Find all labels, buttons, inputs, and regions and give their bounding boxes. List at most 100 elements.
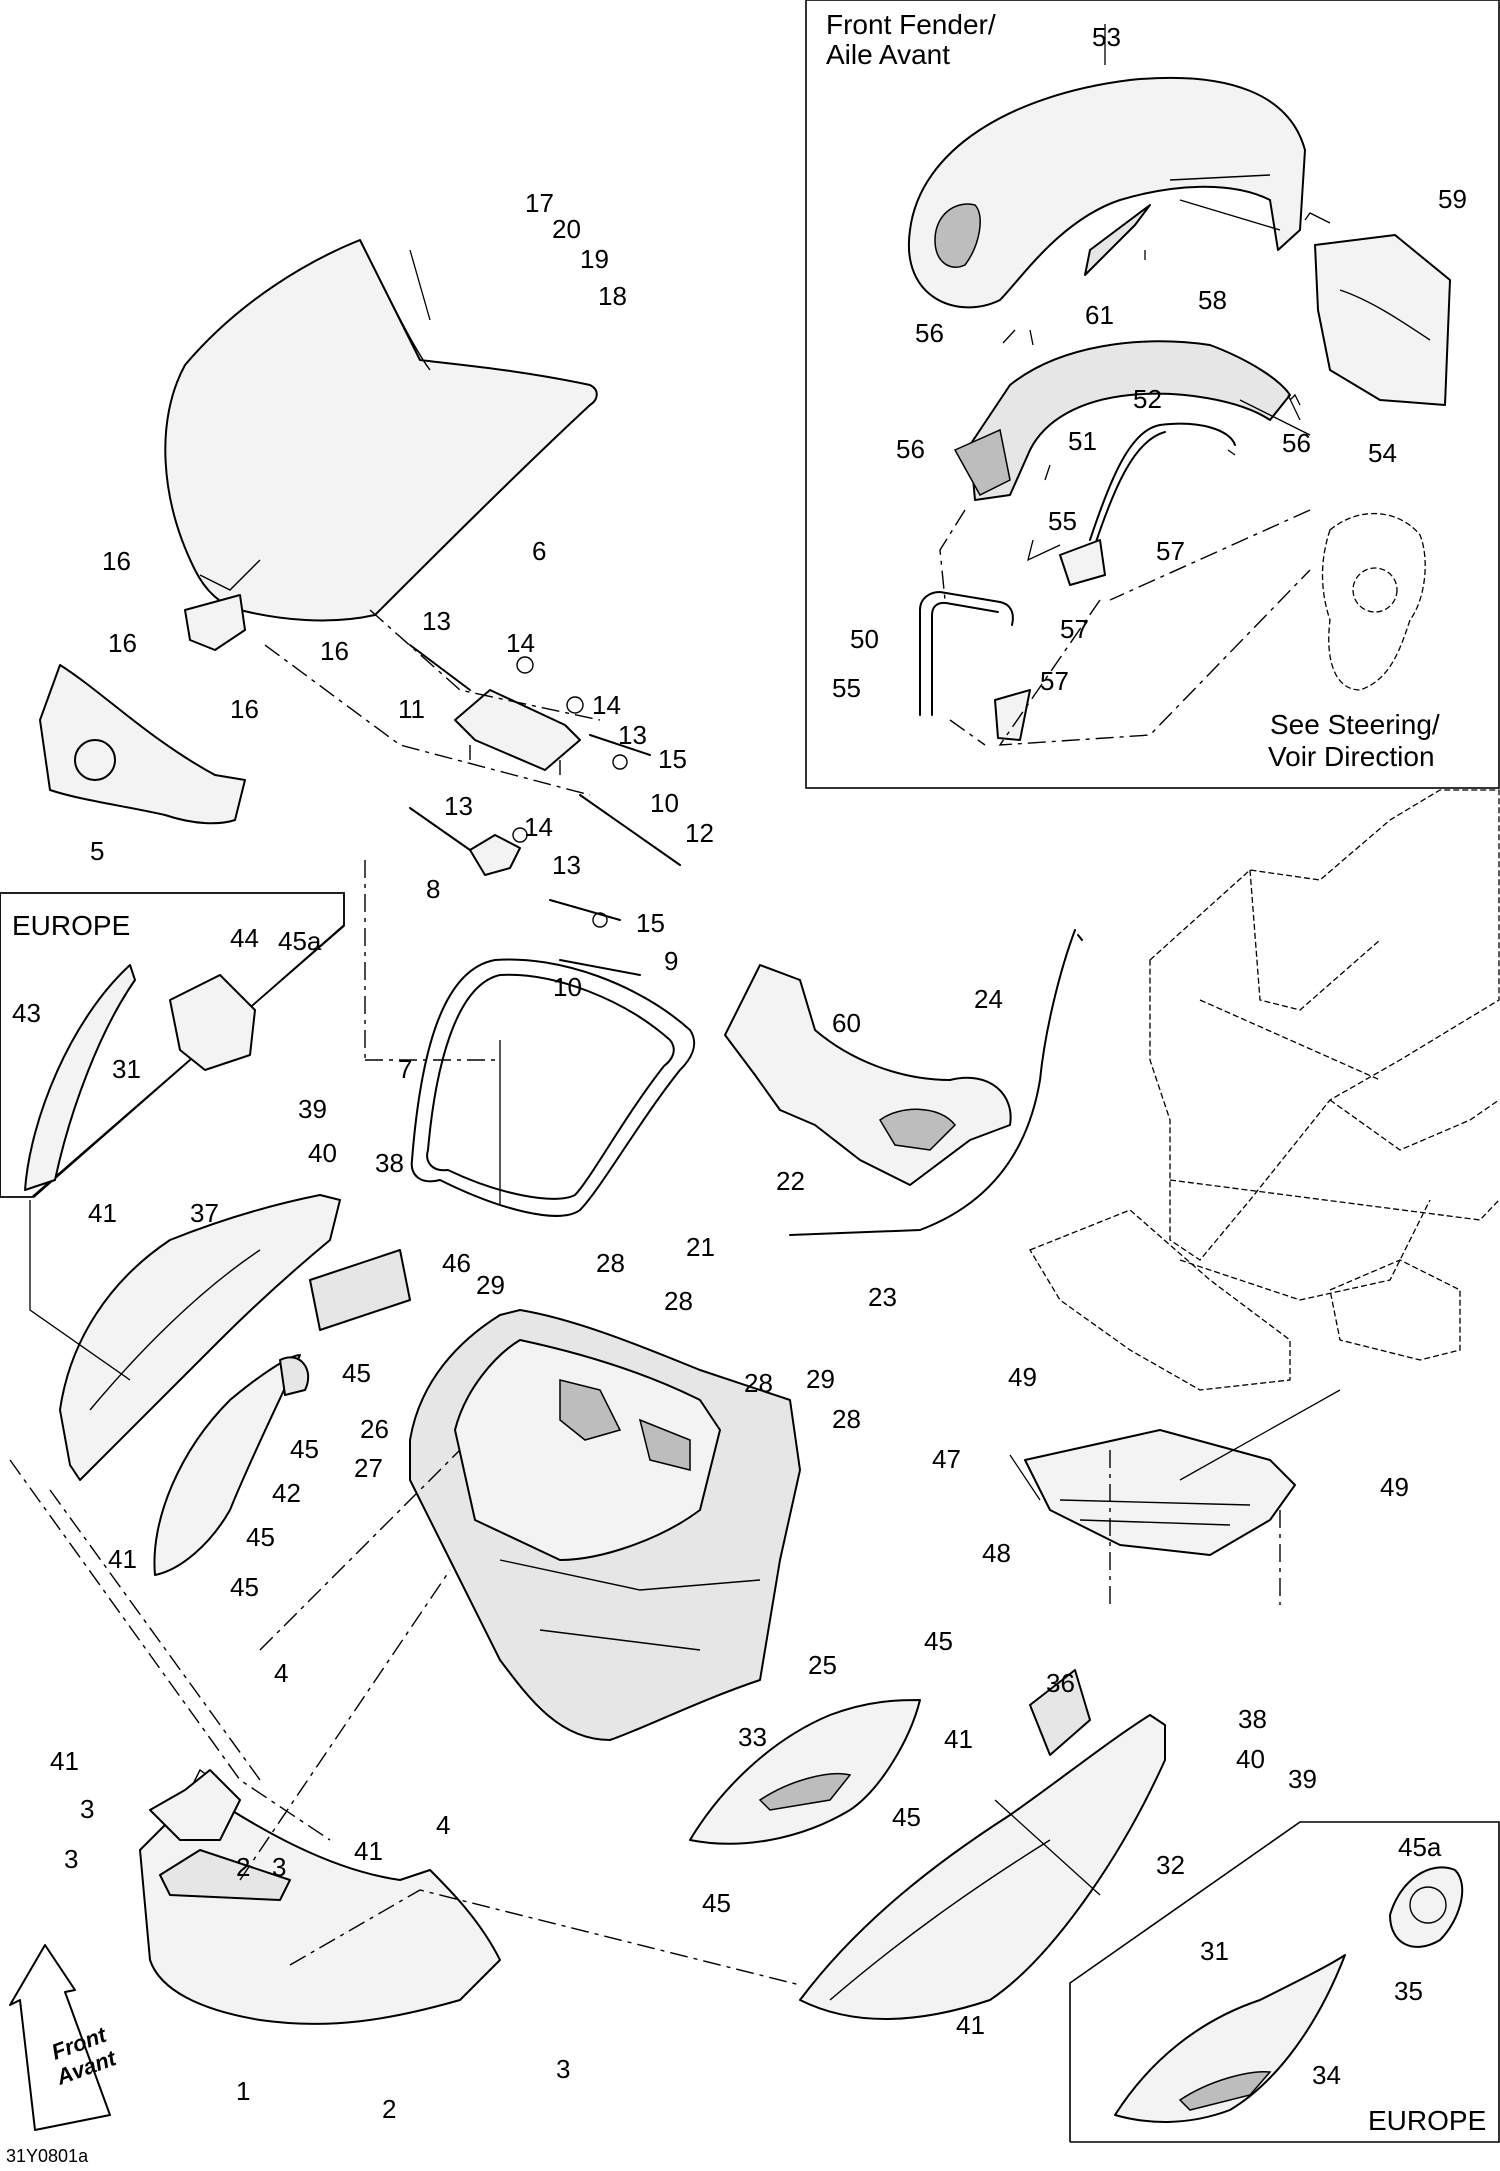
callout-45-e: 45 <box>230 1572 259 1602</box>
callout-60: 60 <box>832 1008 861 1038</box>
side-fairing-part-37 <box>59 1194 341 1481</box>
callout-55-a: 55 <box>1048 506 1077 536</box>
callout-15-b: 15 <box>636 908 665 938</box>
callout-22: 22 <box>776 1166 805 1196</box>
callout-28-c: 28 <box>744 1368 773 1398</box>
callout-16-d: 16 <box>230 694 259 724</box>
upper-bracket-part <box>149 1769 241 1841</box>
callout-7: 7 <box>398 1054 412 1084</box>
callout-15-a: 15 <box>658 744 687 774</box>
inset-europe-left-title: EUROPE <box>12 910 130 941</box>
callout-43: 43 <box>12 998 41 1028</box>
europe-lens-part-43 <box>24 964 136 1191</box>
europe-housing-part-35 <box>1389 1866 1464 1948</box>
bolts-and-rods <box>264 609 681 1061</box>
callout-3-d: 3 <box>556 2054 570 2084</box>
reflector-part-36 <box>1029 1669 1091 1756</box>
callout-57-b: 57 <box>1060 614 1089 644</box>
callout-3-c: 3 <box>272 1852 286 1882</box>
callout-2-a: 2 <box>236 1852 250 1882</box>
callout-45-h: 45 <box>702 1888 731 1918</box>
callout-40-a: 40 <box>308 1138 337 1168</box>
callout-28-a: 28 <box>596 1248 625 1278</box>
callout-49-b: 49 <box>1380 1472 1409 1502</box>
callout-1: 1 <box>236 2076 250 2106</box>
callout-41-b: 41 <box>108 1544 137 1574</box>
callout-36: 36 <box>1046 1668 1075 1698</box>
callout-41-e: 41 <box>354 1836 383 1866</box>
callout-51: 51 <box>1068 426 1097 456</box>
callout-5: 5 <box>90 836 104 866</box>
reflector-part-46 <box>309 1249 411 1331</box>
callout-61: 61 <box>1085 300 1114 330</box>
skid-plate-part-47 <box>1024 1429 1296 1556</box>
inset-front-fender-title-1: Front Fender/ <box>826 9 996 40</box>
callout-56-a: 56 <box>915 318 944 348</box>
callout-13-c: 13 <box>444 791 473 821</box>
inset-europe-left-outline <box>0 892 345 1198</box>
inset-front-fender-box <box>805 0 1500 789</box>
callout-21: 21 <box>686 1232 715 1262</box>
callout-45-g: 45 <box>892 1802 921 1832</box>
cable-part-24 <box>789 929 1083 1236</box>
europe-lens-part-34 <box>1114 1954 1346 2123</box>
callout-16-a: 16 <box>102 546 131 576</box>
side-fairing-part-32 <box>799 1714 1166 2020</box>
callout-49-a: 49 <box>1008 1362 1037 1392</box>
europe-housing-part-44 <box>169 974 256 1071</box>
callout-29-a: 29 <box>476 1270 505 1300</box>
steering-knuckle-frame <box>1321 512 1426 691</box>
callout-10-a: 10 <box>650 788 679 818</box>
callout-40-b: 40 <box>1236 1744 1265 1774</box>
callout-45a-right: 45a <box>1398 1832 1442 1862</box>
storage-bin-part-25 <box>409 1309 801 1741</box>
callout-45-b: 45 <box>342 1358 371 1388</box>
trim-part-33 <box>689 1699 921 1845</box>
callout-16-b: 16 <box>108 628 137 658</box>
callout-16-c: 16 <box>320 636 349 666</box>
callout-8: 8 <box>426 874 440 904</box>
callout-labels: 53 59 61 58 56 52 56 54 56 51 55 57 50 5… <box>12 22 1467 2124</box>
front-fender-part-50 <box>919 591 1031 741</box>
callout-47: 47 <box>932 1444 961 1474</box>
bracket-part-11 <box>454 689 581 775</box>
callout-38-b: 38 <box>1238 1704 1267 1734</box>
front-fender-part-54 <box>1314 234 1451 406</box>
callout-32: 32 <box>1156 1850 1185 1880</box>
headlight-bezel-part-5 <box>39 664 246 825</box>
windshield-part-6 <box>164 239 598 622</box>
inset-see-steering-2: Voir Direction <box>1268 741 1435 772</box>
callout-19: 19 <box>580 244 609 274</box>
callout-39-a: 39 <box>298 1094 327 1124</box>
callout-2-b: 2 <box>382 2094 396 2124</box>
callout-3-a: 3 <box>80 1794 94 1824</box>
callout-39-b: 39 <box>1288 1764 1317 1794</box>
callout-20: 20 <box>552 214 581 244</box>
callout-56-b: 56 <box>1282 428 1311 458</box>
panel-part-60 <box>724 964 1012 1186</box>
callout-31-right: 31 <box>1200 1936 1229 1966</box>
callout-45-c: 45 <box>290 1434 319 1464</box>
callout-17: 17 <box>525 188 554 218</box>
callout-41-f: 41 <box>956 2010 985 2040</box>
windshield-mount-bracket <box>184 594 246 651</box>
callout-58: 58 <box>1198 285 1227 315</box>
callout-31-left: 31 <box>112 1054 141 1084</box>
callout-33: 33 <box>738 1722 767 1752</box>
callout-41-a: 41 <box>88 1198 117 1228</box>
callout-45-d: 45 <box>246 1522 275 1552</box>
front-fender-part-53 <box>907 76 1306 309</box>
callout-9: 9 <box>664 946 678 976</box>
callout-37: 37 <box>190 1198 219 1228</box>
callout-28-b: 28 <box>664 1286 693 1316</box>
front-fender-part-52 <box>953 340 1291 501</box>
callout-13-b: 13 <box>618 720 647 750</box>
callout-25: 25 <box>808 1650 837 1680</box>
callout-29-b: 29 <box>806 1364 835 1394</box>
inset-europe-right-outline <box>1069 1821 1500 2143</box>
callout-44: 44 <box>230 923 259 953</box>
callout-38-a: 38 <box>375 1148 404 1178</box>
callout-3-b: 3 <box>64 1844 78 1874</box>
callout-4-b: 4 <box>436 1810 450 1840</box>
